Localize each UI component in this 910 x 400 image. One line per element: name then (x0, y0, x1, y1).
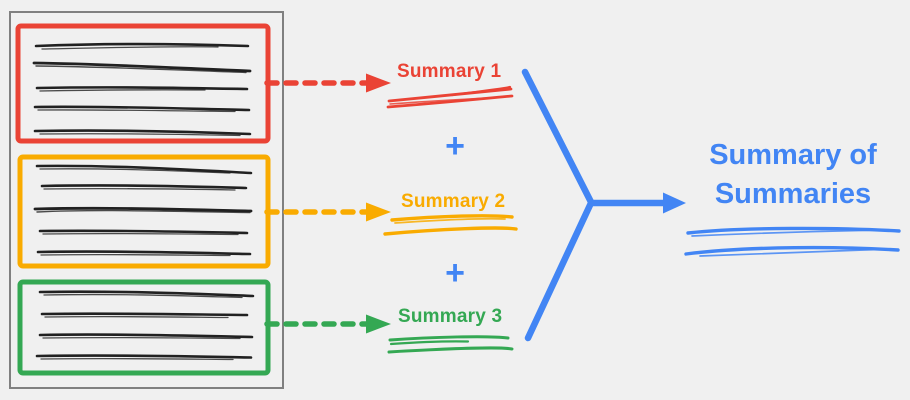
document-container-box (9, 11, 284, 389)
arrowhead-red (366, 73, 391, 93)
chunk-2-text-scribbles (33, 164, 253, 257)
summary-3-underline-scribble (387, 335, 514, 354)
summary-3-label: Summary 3 (398, 306, 503, 327)
arrowhead-yellow (366, 202, 391, 222)
chunk-box-green (17, 279, 271, 376)
summary-2-label: Summary 2 (401, 191, 506, 212)
arrow-chunk3-to-summary3 (264, 314, 391, 334)
summary-1-label: Summary 1 (397, 61, 502, 82)
summary-1-underline-scribble (386, 85, 514, 109)
chunk-3-text-scribbles (35, 290, 255, 361)
summary-2-underline-scribble (383, 214, 518, 236)
chunk-1-text-scribbles (32, 42, 252, 137)
arrowhead-green (366, 314, 391, 334)
merge-arrow-blue (521, 68, 686, 342)
plus-sign-1: + (445, 127, 465, 165)
arrow-chunk1-to-summary1 (264, 73, 391, 93)
plus-sign-2: + (445, 254, 465, 292)
final-summary-label: Summary of Summaries (709, 139, 877, 211)
merge-line-bottom (524, 199, 595, 342)
merge-line-top (521, 68, 595, 206)
final-summary-underline-scribble (684, 226, 901, 257)
arrowhead-blue (663, 192, 686, 214)
arrow-chunk2-to-summary2 (264, 202, 391, 222)
